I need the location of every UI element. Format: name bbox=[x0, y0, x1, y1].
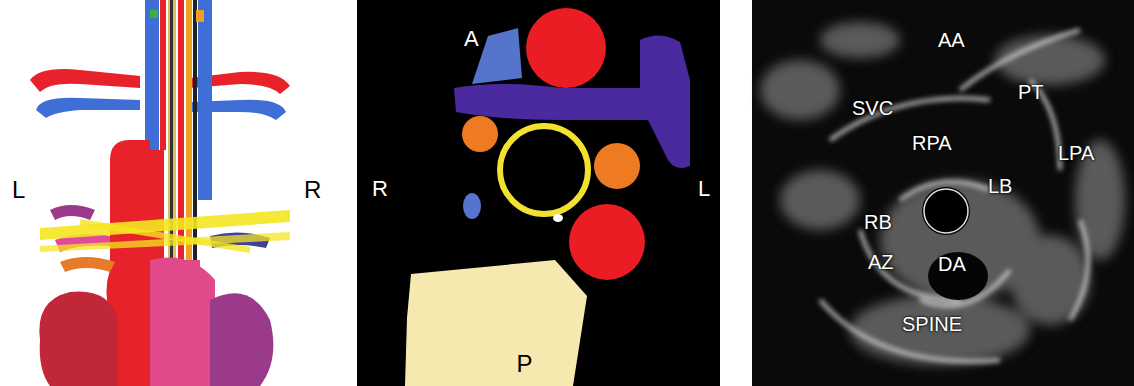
side-marker: R bbox=[304, 178, 321, 202]
ultrasound-image bbox=[752, 0, 1134, 386]
structure-label: AZ bbox=[868, 252, 894, 272]
region-label: P bbox=[516, 352, 532, 376]
anatomy-drawing bbox=[30, 0, 290, 386]
structure-label: AA bbox=[938, 30, 965, 50]
structure-label: RPA bbox=[912, 133, 952, 153]
cross-section-schematic bbox=[357, 0, 720, 386]
side-marker: R bbox=[372, 178, 388, 200]
structure-label: LB bbox=[988, 176, 1012, 196]
structure-label: SVC bbox=[852, 98, 893, 118]
structure-label: SPINE bbox=[902, 314, 962, 334]
structure-label: A bbox=[464, 28, 479, 50]
structure-label: PT bbox=[1018, 82, 1044, 102]
side-marker: L bbox=[12, 178, 25, 202]
structure-label: LPA bbox=[1058, 143, 1094, 163]
structure-label: DA bbox=[938, 254, 966, 274]
region-shape: P bbox=[405, 258, 600, 386]
structure-label: RB bbox=[864, 212, 892, 232]
region-outline bbox=[405, 258, 600, 386]
side-marker: L bbox=[698, 178, 710, 200]
